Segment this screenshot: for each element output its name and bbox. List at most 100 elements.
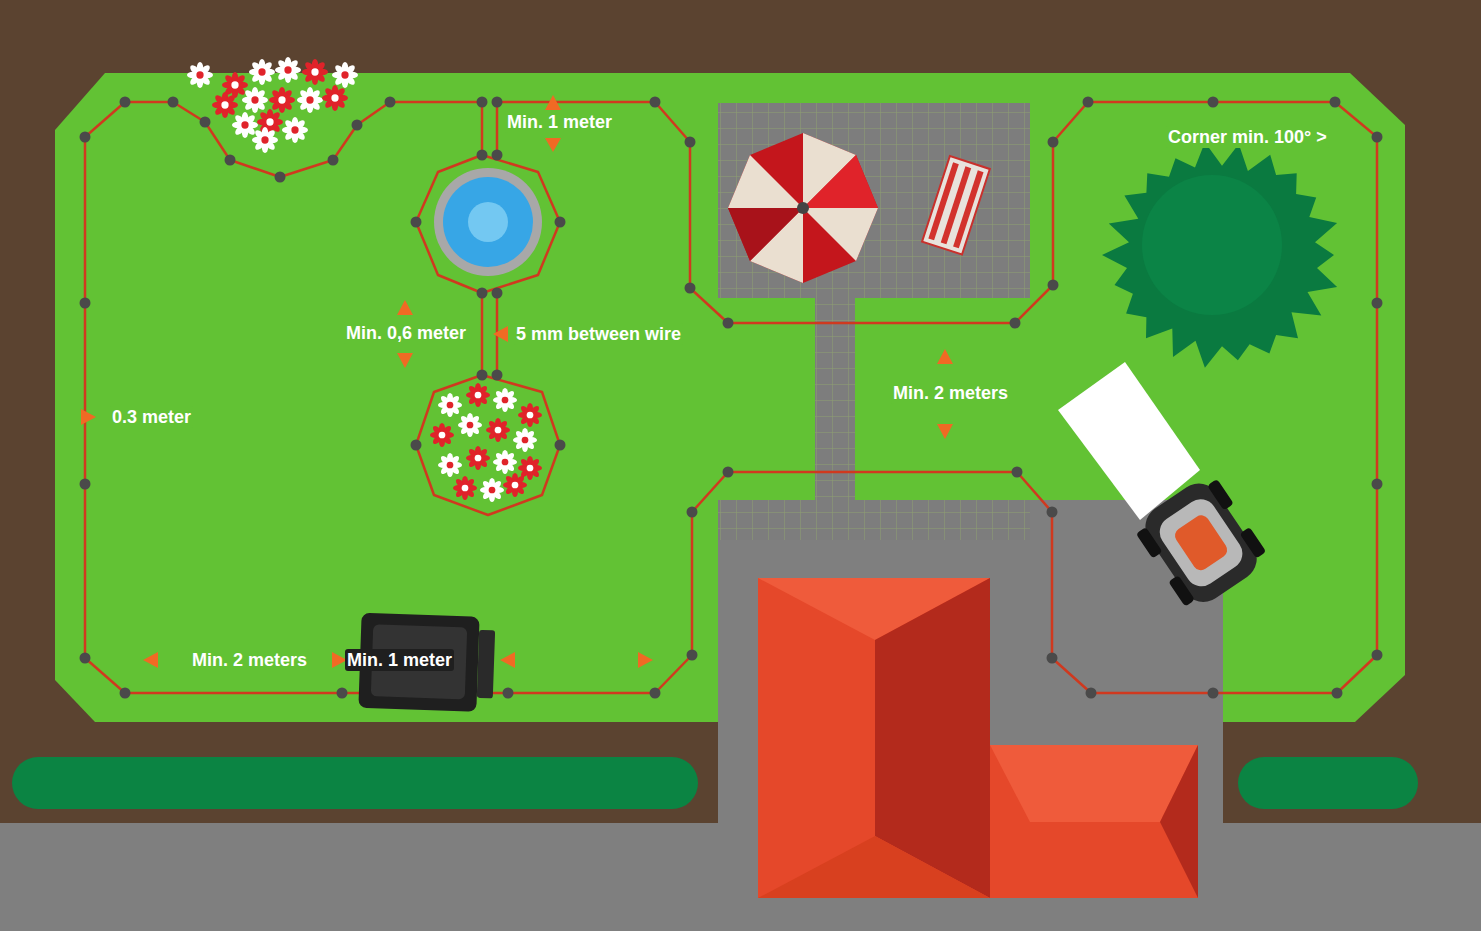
patio-part — [815, 298, 855, 500]
hedge — [12, 757, 1418, 809]
tree-part — [1102, 142, 1337, 368]
wire-pegs-part — [492, 150, 503, 161]
wire-pegs-part — [1372, 650, 1383, 661]
house-roof — [758, 578, 1198, 898]
wire-pegs-part — [352, 120, 363, 131]
wire-pegs-part — [1047, 653, 1058, 664]
flowers-part — [231, 81, 238, 88]
dimension-label: Min. 1 meter — [505, 111, 614, 133]
flowers-part — [475, 455, 482, 462]
flowers-part — [527, 412, 534, 419]
wire-pegs-part — [1047, 507, 1058, 518]
patio-part — [718, 500, 1030, 540]
flowers-part — [447, 402, 454, 409]
flowers-part — [311, 68, 318, 75]
flowers — [187, 57, 542, 502]
dimension-arrows — [81, 95, 953, 668]
wire-pegs-part — [1086, 688, 1097, 699]
wire-pegs-part — [1010, 318, 1021, 329]
wire-pegs-part — [1048, 137, 1059, 148]
flowers-part — [266, 118, 273, 125]
flowers-part — [462, 485, 469, 492]
robot-mower-part-part — [1136, 527, 1163, 559]
patio-part — [718, 103, 1030, 298]
robot-mower-part-part — [1207, 479, 1234, 511]
fountain-part — [443, 177, 533, 267]
hedge-part — [12, 757, 698, 809]
flowers-part — [221, 101, 228, 108]
wire-pegs-part — [492, 97, 503, 108]
house-roof-part — [990, 745, 1198, 898]
boundary-wire-part — [413, 155, 563, 295]
flowers-part — [251, 96, 258, 103]
house-roof-part — [758, 836, 990, 898]
flowers-part — [241, 121, 248, 128]
flowers-part — [467, 422, 474, 429]
wire-pegs-part — [1208, 688, 1219, 699]
dimension-label: 5 mm between wire — [514, 323, 683, 345]
flowers-part — [291, 126, 298, 133]
dimension-arrows-part — [638, 652, 653, 668]
flowers-part — [341, 71, 348, 78]
dimension-arrows-part — [937, 424, 953, 439]
dimension-arrows-part — [500, 652, 515, 668]
wire-pegs-part — [411, 217, 422, 228]
boundary-wire-part — [85, 102, 482, 693]
dimension-arrows-part — [545, 138, 561, 152]
house-roof-part — [758, 578, 990, 898]
wire-pegs-part — [80, 479, 91, 490]
wire-pegs-part — [477, 97, 488, 108]
tree-part — [1142, 175, 1282, 315]
flowers-part — [306, 96, 313, 103]
wire-pegs-part — [385, 97, 396, 108]
wire-pegs-part — [477, 370, 488, 381]
flowers-part — [331, 94, 338, 101]
flowers-part — [475, 392, 482, 399]
robot-mower — [1058, 362, 1272, 615]
umbrella-part — [728, 208, 803, 261]
flowers-part — [447, 462, 454, 469]
wire-pegs-part — [411, 440, 422, 451]
flowers-part — [258, 68, 265, 75]
wire-pegs-part — [80, 653, 91, 664]
flowers-part — [278, 96, 285, 103]
dimension-arrows-part — [397, 300, 413, 315]
flowers-part — [502, 459, 509, 466]
flowers-part — [284, 66, 291, 73]
wire-pegs-part — [1330, 97, 1341, 108]
house-roof-part — [1160, 745, 1198, 898]
fountain — [434, 168, 542, 276]
umbrella-part — [728, 155, 803, 208]
wire-pegs-part — [492, 288, 503, 299]
boundary-wire — [85, 102, 1377, 693]
flowers-part — [512, 482, 519, 489]
flowers-part — [495, 427, 502, 434]
flowers-part — [261, 136, 268, 143]
sunbed-part — [953, 170, 983, 248]
wire-pegs-part — [723, 318, 734, 329]
wire-pegs-part — [555, 217, 566, 228]
charging-station-part — [477, 630, 495, 699]
boundary-wire-part — [497, 102, 1377, 693]
wire-pegs-part — [650, 97, 661, 108]
fountain-part — [434, 168, 542, 276]
robot-mower-part-part — [1240, 527, 1267, 559]
robot-mower-part-part — [1154, 493, 1249, 592]
tree — [1102, 142, 1337, 368]
wire-pegs-part — [337, 688, 348, 699]
flowers-part — [196, 71, 203, 78]
wire-pegs-part — [503, 688, 514, 699]
umbrella — [728, 133, 878, 283]
robot-mower-part-part — [1168, 575, 1195, 607]
sunbed-part — [922, 156, 990, 255]
wire-pegs-part — [200, 117, 211, 128]
wire-pegs-part — [120, 97, 131, 108]
wire-pegs-part — [1372, 132, 1383, 143]
wire-pegs-part — [555, 440, 566, 451]
wire-pegs-part — [723, 467, 734, 478]
sunbed — [922, 156, 990, 255]
dimension-arrows-part — [397, 353, 413, 368]
wire-pegs-part — [685, 283, 696, 294]
dimension-arrows-part — [937, 349, 953, 364]
robot-mower-part — [1130, 471, 1272, 615]
